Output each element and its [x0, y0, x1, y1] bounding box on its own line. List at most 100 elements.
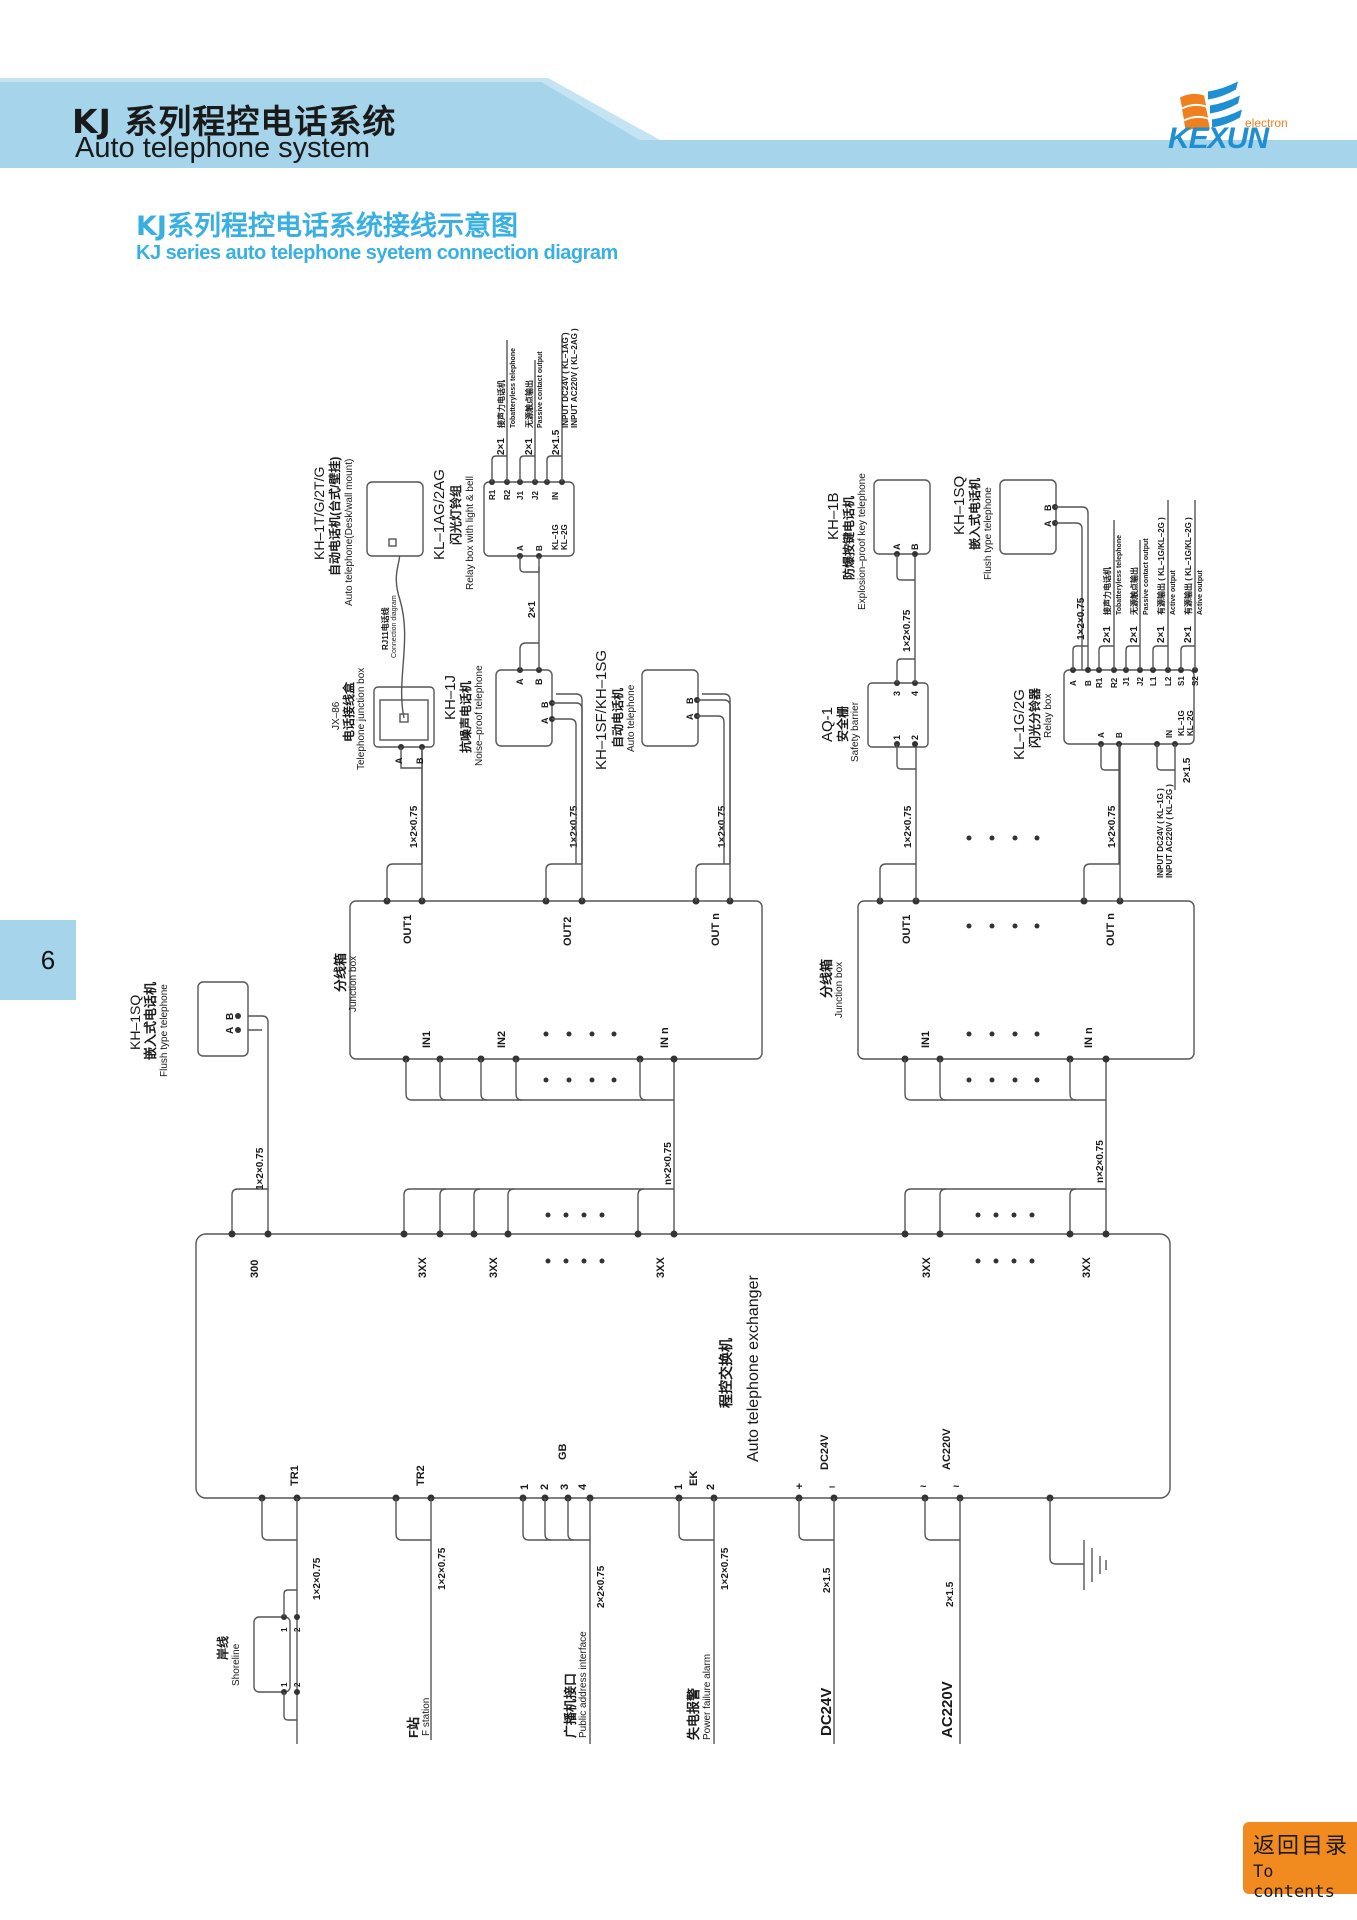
exch-port-3xx-2: 3XX — [488, 1257, 500, 1278]
kl1g-out4-cn: 有源输出 ( KL–1G/KL–2G ) — [1183, 517, 1193, 615]
exch-port-dc24v: DC24V — [819, 1434, 831, 1470]
kh1j-pin-b: B — [540, 701, 550, 708]
exch-port-300: 300 — [249, 1260, 261, 1278]
page-tab — [0, 920, 76, 1000]
flush-left-name-cn: 嵌入式电话机 — [143, 982, 158, 1060]
jx86-name-cn: 电话接线盒 — [341, 681, 356, 742]
rj11-cord — [395, 549, 406, 719]
kl1g-input-ac: INPUT AC220V ( KL–2G ) — [1165, 784, 1174, 878]
kl1ag-box — [483, 481, 575, 557]
f-station-name-cn: F站 — [406, 1717, 421, 1738]
kl1g-out2-en: Passive contact output — [1143, 538, 1150, 615]
kl1g-out2-cn: 无源触点输出 — [1129, 567, 1139, 616]
diagram-title-en: KJ series auto telephone syetem connecti… — [136, 242, 618, 264]
cable-label-ac: 2×1.5 — [945, 1581, 956, 1607]
kh1t-name-en: Auto telephone(Desk/wall mount) — [344, 459, 355, 606]
junction-box-right — [857, 900, 1195, 1060]
flush-right-name-en: Flush type telephone — [983, 487, 994, 580]
jb-left-outn: OUT n — [710, 913, 722, 946]
kl1g-name-cn: 闪光分铃器 — [1027, 687, 1042, 748]
kl1g-inner-1: KL–1G — [1177, 710, 1186, 736]
kh1sf-pin-a: A — [685, 713, 695, 720]
aq1-pin-3: 3 — [892, 691, 902, 696]
cable-label-tr1: 1×2×0.75 — [312, 1557, 323, 1600]
exch-port-tr2: TR2 — [415, 1465, 427, 1486]
jb-left-name-cn: 分线箱 — [333, 953, 348, 992]
exch-ac-pin-1: ~ — [920, 1481, 927, 1493]
kl1g-pin-j1: J1 — [1122, 677, 1131, 686]
header-band — [0, 78, 1357, 168]
kl1g-pin-s1: S1 — [1177, 676, 1186, 686]
jb-left-in1: IN1 — [421, 1031, 433, 1048]
flush-left-model: KH–1SQ — [127, 995, 143, 1050]
jb-right-outn: OUT n — [1105, 913, 1117, 946]
flush-left-pin-b: B — [225, 1013, 236, 1020]
kl1g-input-cable: 2×1.5 — [1182, 757, 1193, 783]
kh1t-box — [366, 481, 424, 557]
shore-top-pin-1: 1 — [280, 1627, 289, 1632]
kl1g-inner-2: KL–2G — [1186, 710, 1195, 736]
junction-box-left — [349, 900, 763, 1060]
shoreline-box — [253, 1616, 291, 1693]
kh1b-model: KH–1B — [825, 492, 842, 540]
exch-dc-plus: + — [796, 1481, 802, 1493]
flush-right-model: KH–1SQ — [951, 476, 968, 535]
kh1j-name-cn: 抗噪声电话机 — [458, 681, 473, 753]
jb-right-out1: OUT1 — [901, 915, 913, 944]
cable-label-out1: 1×2×0.75 — [409, 805, 420, 848]
kh1b-name-en: Explosion–proof key telephone — [857, 473, 868, 610]
kl1g-pin-a: A — [1069, 680, 1078, 686]
kh1j-box — [495, 669, 553, 747]
kl1g-pin-b: B — [1084, 680, 1093, 686]
flush-left-name-en: Flush type telephone — [159, 984, 170, 1077]
flush-right-pin-a: A — [1043, 520, 1053, 527]
to-contents-label-cn: 返回目录 — [1253, 1834, 1350, 1859]
jx86-pin-a: A — [394, 757, 404, 764]
kl1g-out4-cable: 2×1 — [1183, 626, 1194, 643]
kl1ag-pin-in: IN — [551, 492, 560, 500]
jx86-name-en: Telephone junction box — [356, 668, 367, 770]
exch-port-3xx-3: 3XX — [655, 1257, 667, 1278]
kl1ag-input-dc: INPUT DC24V ( KL–1AG ) — [561, 332, 570, 428]
exch-ek-pin-2: 2 — [705, 1484, 717, 1490]
aq1-name-cn: 安全栅 — [835, 706, 850, 742]
kl1g-out3-cable: 2×1 — [1156, 626, 1167, 643]
jb-right-name-cn: 分线箱 — [819, 959, 834, 998]
kh1j-top-pin-b: B — [534, 678, 544, 685]
kh1j-name-en: Noise–proof telephone — [474, 665, 485, 766]
jb-left-out1: OUT1 — [402, 915, 414, 944]
rj11-label-en: Connection diagram — [391, 595, 398, 658]
exch-gb-pin-3: 3 — [559, 1484, 571, 1490]
exch-port-3xx-4: 3XX — [921, 1257, 933, 1278]
cable-label-kl1g-ab: 1×2×0.75 — [1076, 597, 1087, 640]
exch-port-3xx-5: 3XX — [1081, 1257, 1093, 1278]
exchanger-top-terminals — [228, 1230, 1110, 1238]
flush-right-pin-b: B — [1043, 504, 1053, 511]
aq1-pin-2: 2 — [910, 735, 920, 740]
kh1sf-model: KH–1SF/KH–1SG — [593, 650, 610, 770]
shore-bottom-pin-2: 2 — [293, 1682, 302, 1687]
kl1ag-out1-cable: 2×1 — [496, 438, 507, 455]
kh1sf-box — [641, 669, 699, 747]
kl1g-name-en: Relay box — [1043, 694, 1054, 738]
kh1j-model: KH–1J — [442, 675, 459, 720]
shore-bottom-pin-1: 1 — [280, 1682, 289, 1687]
exch-port-gb: GB — [557, 1443, 569, 1460]
flush-telephone-left-box — [197, 981, 249, 1057]
exch-gb-pin-2: 2 — [539, 1484, 551, 1490]
kl1g-pin-s2: S2 — [1191, 676, 1200, 686]
cable-label-ek: 1×2×0.75 — [720, 1547, 731, 1590]
cable-label-tr2: 1×2×0.75 — [437, 1547, 448, 1590]
kl1ag-inner-2: KL–2G — [560, 524, 569, 550]
exch-ek-pin-1: 1 — [673, 1484, 685, 1490]
jb-left-out2: OUT2 — [562, 917, 574, 946]
pa-name-en: Public address interface — [578, 1631, 589, 1738]
cable-label-r-outn: 1×2×0.75 — [1107, 805, 1118, 848]
power-alarm-name-cn: 失电报警 — [686, 1688, 701, 1740]
to-contents-button[interactable]: 返回目录 To contents — [1243, 1822, 1357, 1902]
kl1g-model: KL–1G/2G — [1011, 689, 1028, 760]
kl1g-out4-en: Active output — [1197, 570, 1204, 615]
cable-label-left-bus: n×2×0.75 — [663, 1142, 674, 1185]
aq1-name-en: Safety barrier — [850, 701, 861, 762]
